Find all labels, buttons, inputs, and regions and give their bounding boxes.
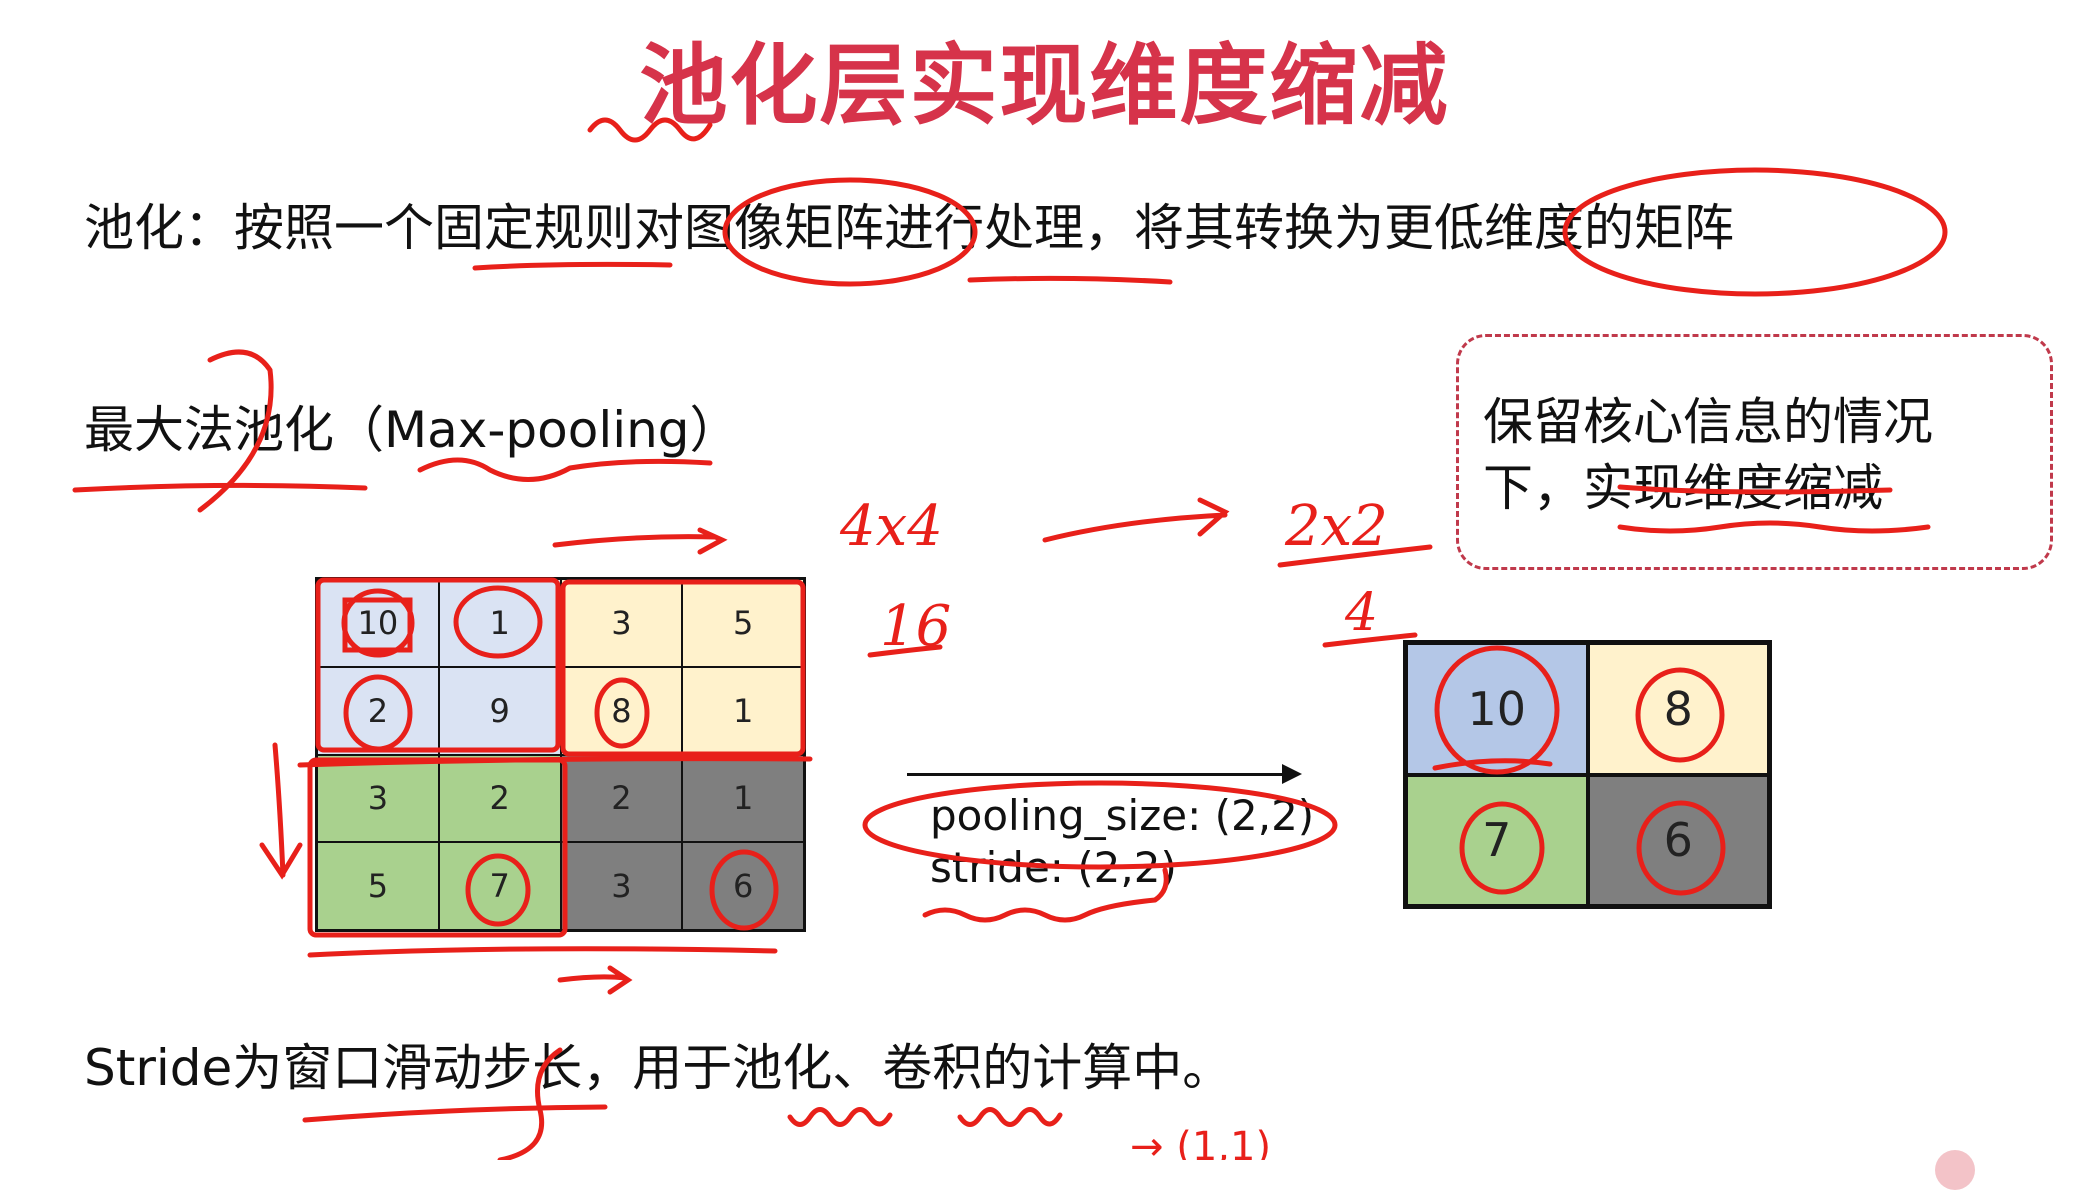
max-pooling-heading: 最大法池化（Max-pooling） — [84, 401, 740, 459]
hand-input-count: 16 — [880, 594, 951, 659]
output-cell: 8 — [1587, 643, 1769, 775]
input-cell: 1 — [682, 754, 804, 843]
input-cell: 3 — [560, 842, 683, 930]
hand-output-count: 4 — [1344, 583, 1378, 643]
pooling-params: pooling_size: (2,2) stride: (2,2) — [930, 790, 1314, 894]
hand-output-size: 2x2 — [1284, 494, 1388, 559]
input-cell: 7 — [438, 842, 561, 930]
input-cell: 2 — [438, 754, 561, 843]
input-cell: 2 — [317, 666, 439, 755]
input-cell: 10 — [317, 579, 439, 667]
transform-arrow — [907, 773, 1287, 776]
input-cell: 1 — [682, 666, 804, 755]
input-cell: 5 — [317, 842, 439, 930]
output-cell: 7 — [1406, 774, 1588, 906]
input-cell: 5 — [682, 579, 804, 667]
arrow-head-icon — [1282, 764, 1302, 784]
pooling-definition: 池化：按照一个固定规则对图像矩阵进行处理，将其转换为更低维度的矩阵 — [84, 199, 1734, 257]
input-cell: 3 — [560, 579, 683, 667]
input-cell: 9 — [438, 666, 561, 755]
note-text: 保留核心信息的情况 下，实现维度缩减 — [1483, 389, 1933, 521]
input-cell: 3 — [317, 754, 439, 843]
stride-label: stride: (2,2) — [930, 843, 1177, 892]
input-cell: 8 — [560, 666, 683, 755]
note-line-2: 下，实现维度缩减 — [1483, 459, 1883, 517]
input-cell: 2 — [560, 754, 683, 843]
output-cell: 6 — [1587, 774, 1769, 906]
note-box: 保留核心信息的情况 下，实现维度缩减 — [1456, 334, 2053, 570]
handwritten-annotations: 4x4 16 2x2 4 → (1,1) — [72, 117, 1948, 1160]
logo-icon — [1935, 1150, 1975, 1190]
hand-input-size: 4x4 — [839, 494, 943, 559]
pooling-size-label: pooling_size: (2,2) — [930, 791, 1315, 840]
input-cell: 1 — [438, 579, 561, 667]
stride-explanation: Stride为窗口滑动步长，用于池化、卷积的计算中。 — [84, 1039, 1233, 1097]
output-matrix: 10 8 7 6 — [1403, 640, 1772, 909]
input-matrix: 10 1 3 5 2 9 8 1 3 2 2 1 5 7 3 6 — [315, 577, 806, 932]
note-line-1: 保留核心信息的情况 — [1483, 393, 1933, 451]
hand-stride-note: → (1,1) — [1130, 1124, 1271, 1160]
input-cell: 6 — [682, 842, 804, 930]
output-cell: 10 — [1406, 643, 1588, 775]
slide-title: 池化层实现维度缩减 — [639, 34, 1450, 137]
